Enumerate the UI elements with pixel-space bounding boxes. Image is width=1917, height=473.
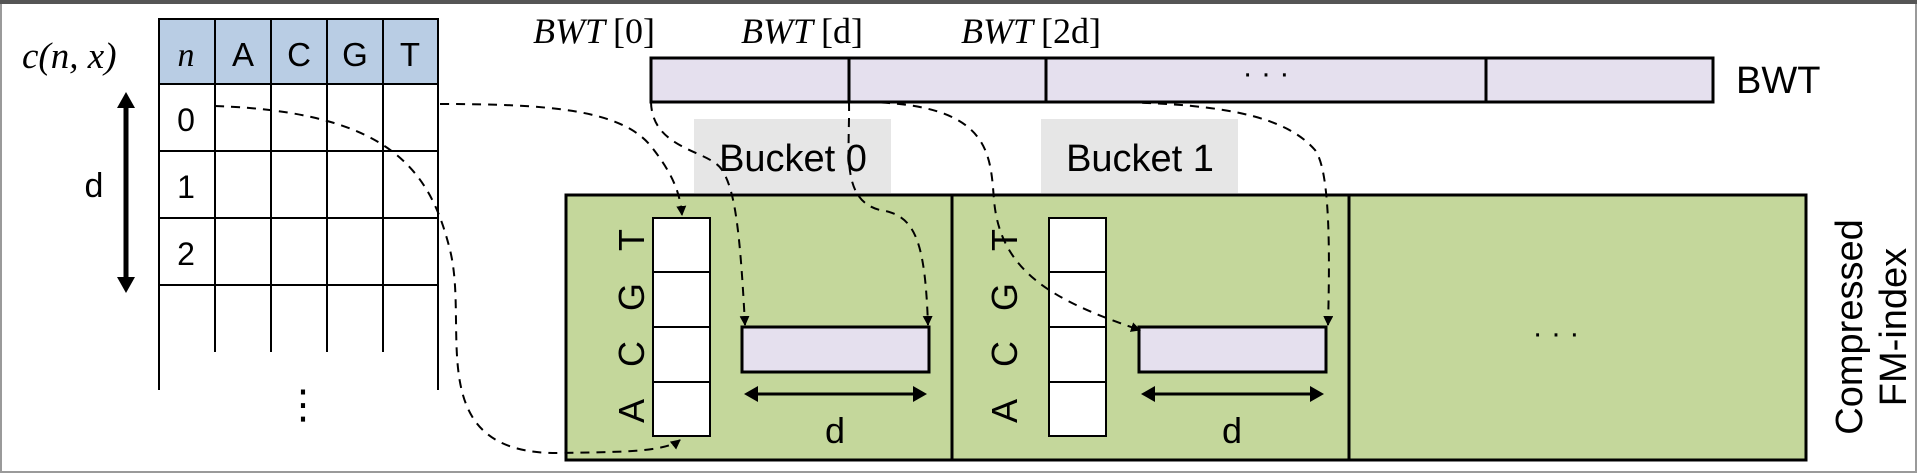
bucket-0-label: Bucket 0 bbox=[719, 138, 867, 180]
bwt-label-0: BWT[0] bbox=[533, 11, 655, 51]
connector-table-to-bucket0-counts-top bbox=[439, 103, 687, 216]
connector-bwt2d-to-bucket1-end bbox=[1045, 100, 1334, 326]
connector-bwtd-to-bucket0-end bbox=[847, 101, 933, 326]
bwt-label-d: BWT[d] bbox=[741, 11, 863, 51]
bucket-1-label-bg bbox=[1041, 119, 1238, 193]
table-d-arrow-head-up bbox=[117, 92, 135, 108]
table-ellipsis: ⋮ bbox=[283, 383, 323, 427]
count-table: c(n, x) n A C G T 0 1 2 ⋮ d bbox=[22, 18, 439, 427]
top-border bbox=[0, 0, 1917, 4]
bucket-1-label: Bucket 1 bbox=[1066, 138, 1214, 180]
table-d-label: d bbox=[85, 167, 104, 205]
bucket-0: T G C A d bbox=[611, 217, 931, 451]
bucket-0-bwt-segment bbox=[740, 325, 931, 374]
table-row-0: 0 bbox=[177, 102, 195, 138]
bwt-label-2d: BWT[2d] bbox=[961, 11, 1101, 51]
table-header-t: T bbox=[400, 36, 420, 73]
bucket-1: T G C A d bbox=[984, 217, 1328, 451]
bucket-1-letter-a: A bbox=[984, 399, 1025, 423]
bwt-sequence: BWT[0] BWT[d] BWT[2d] · · · BWT bbox=[533, 11, 1820, 104]
dashed-connectors bbox=[214, 100, 1334, 455]
table-row-1: 1 bbox=[177, 169, 195, 205]
bucket-1-letter-g: G bbox=[984, 283, 1025, 311]
bucket-0-letter-c: C bbox=[611, 341, 652, 367]
connector-row0-to-bucket0-counts bbox=[214, 105, 681, 455]
fm-index-label-line1: Compressed bbox=[1829, 219, 1871, 434]
bwt-side-label: BWT bbox=[1736, 60, 1820, 102]
table-header-g: G bbox=[342, 36, 368, 73]
table-header-a: A bbox=[232, 36, 254, 73]
bucket-1-bwt-segment bbox=[1137, 325, 1328, 374]
table-header-c: C bbox=[287, 36, 311, 73]
bucket-0-d-label: d bbox=[825, 410, 845, 451]
table-header-n: n bbox=[178, 37, 195, 74]
table-row-2: 2 bbox=[177, 236, 195, 272]
bucket-0-letter-g: G bbox=[611, 283, 652, 311]
bwt-ellipsis: · · · bbox=[1243, 57, 1290, 90]
bucket-1-letter-c: C bbox=[984, 341, 1025, 367]
table-d-arrow-head-down bbox=[117, 277, 135, 293]
bucket-0-letter-a: A bbox=[611, 399, 652, 423]
fm-index-label-line2: FM-index bbox=[1873, 248, 1915, 406]
compressed-fm-index: T G C A d T G C A bbox=[564, 193, 1808, 462]
connector-bwt0-to-bucket0-start bbox=[650, 101, 750, 326]
bucket-0-letter-t: T bbox=[611, 229, 652, 251]
bucket-1-d-label: d bbox=[1222, 410, 1242, 451]
fm-index-ellipsis: · · · bbox=[1533, 317, 1580, 350]
count-table-title: c(n, x) bbox=[22, 36, 117, 77]
bwt-bar bbox=[649, 56, 1715, 104]
